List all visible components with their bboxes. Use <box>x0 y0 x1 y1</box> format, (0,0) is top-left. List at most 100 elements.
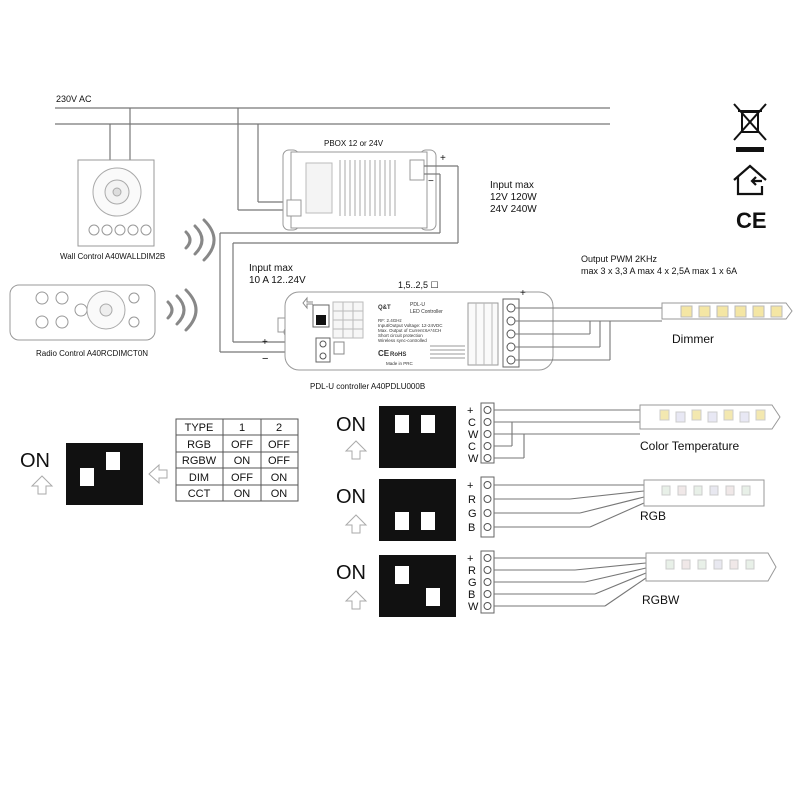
dip-switch-rgbw <box>379 555 456 617</box>
pbox-power-supply <box>282 149 437 231</box>
weee-bar-icon <box>736 147 764 152</box>
dip-switch-rgb <box>379 479 456 541</box>
dip-switch-main <box>66 443 143 505</box>
ce-mark-icon: CE <box>736 208 767 233</box>
type-table-cell: ON <box>234 488 251 500</box>
terminal-label: + <box>467 553 473 565</box>
mains-lines <box>55 107 610 211</box>
config-label-rgbw: RGBW <box>642 593 680 607</box>
type-table-header: 1 <box>239 422 245 434</box>
terminal-label: C <box>468 441 476 453</box>
type-table-cell: ON <box>271 488 288 500</box>
type-table-cell: RGB <box>187 439 211 451</box>
type-table-cell: OFF <box>268 439 290 451</box>
mains-label: 230V AC <box>56 94 92 104</box>
type-table-cell: ON <box>234 455 251 467</box>
indoor-use-house-icon <box>733 164 767 196</box>
rf-waves-icon <box>184 218 216 262</box>
terminal-label: W <box>468 601 479 613</box>
rgb-wires <box>494 484 645 528</box>
cct-led-strip <box>639 404 781 430</box>
type-table <box>175 418 299 502</box>
barcode-icon <box>430 345 465 359</box>
terminal-label: R <box>468 494 476 506</box>
on-label-main: ON <box>20 450 50 472</box>
terminal-label: B <box>468 589 475 601</box>
controller-model: PDL-U <box>410 302 425 308</box>
controller-rohs-mark: RoHS <box>390 352 406 358</box>
terminal-block-rgbw <box>480 550 495 614</box>
output-pwm-title: Output PWM 2KHz <box>581 254 658 264</box>
dimmer-led-strip <box>661 302 793 320</box>
rf-waves-icon <box>166 288 198 332</box>
pbox-input-max-24v: 24V 240W <box>490 204 537 215</box>
terminal-label: B <box>468 522 475 534</box>
radio-control-label: Radio Control A40RCDIMCT0N <box>36 349 148 358</box>
terminal-label: C <box>468 417 476 429</box>
terminal-label: W <box>468 453 479 465</box>
on-label-rgbw: ON <box>336 562 366 584</box>
controller-spec-line: Max. Output of Current:6A*4CH <box>378 328 441 333</box>
terminal-label: W <box>468 429 479 441</box>
pbox-output-wires <box>219 165 459 353</box>
up-arrow-icon <box>344 590 368 610</box>
type-table-header: 2 <box>276 422 282 434</box>
up-arrow-icon <box>344 514 368 534</box>
wall-control-label: Wall Control A40WALLDIM2B <box>60 252 165 261</box>
type-table-cell: DIM <box>189 472 209 484</box>
pbox-input-max-12v: 12V 120W <box>490 192 537 203</box>
up-arrow-icon <box>30 475 54 495</box>
controller-spec-line: Input/Output Voltage: 12-24VDC <box>378 323 443 328</box>
pbox-input-max-title: Input max <box>490 180 534 191</box>
controller-brand: Q&T <box>378 305 391 311</box>
pbox-label: PBOX 12 or 24V <box>324 139 384 148</box>
type-table-cell: OFF <box>231 472 253 484</box>
dip-switch-cct <box>379 406 456 468</box>
output-plus: + <box>520 288 526 299</box>
dimmer-wires <box>515 307 662 361</box>
cct-wires <box>494 409 640 459</box>
type-table-cell: OFF <box>231 439 253 451</box>
up-arrow-icon <box>344 440 368 460</box>
controller-label: PDL-U controller A40PDLU000B <box>310 382 425 391</box>
weee-crossed-bin-icon <box>733 103 767 141</box>
terminal-label: + <box>467 405 473 417</box>
controller-input-max-value: 10 A 12..24V <box>249 275 306 286</box>
on-label-rgb: ON <box>336 486 366 508</box>
terminal-block-rgb <box>480 476 495 538</box>
controller-plus: + <box>262 337 268 348</box>
switch-hint: 1,5..2,5 ☐ <box>398 280 439 290</box>
controller-minus: − <box>262 353 268 365</box>
dimmer-label: Dimmer <box>672 332 714 346</box>
controller-spec-line: RF: 2.4GHz <box>378 318 403 323</box>
type-table-cell: ON <box>271 472 288 484</box>
controller-box <box>277 291 554 371</box>
controller-ce-mark: CE <box>378 349 390 358</box>
type-table-header: TYPE <box>185 422 214 434</box>
left-arrow-icon <box>148 463 168 485</box>
terminal-label: R <box>468 565 476 577</box>
terminal-label: G <box>468 508 477 520</box>
controller-made-in: Made in PRC <box>386 361 414 366</box>
rgb-led-strip <box>643 479 765 507</box>
output-pwm-spec: max 3 x 3,3 A max 4 x 2,5A max 1 x 6A <box>581 266 737 276</box>
config-label-cct: Color Temperature <box>640 439 739 453</box>
controller-spec-line: Short circuit protection <box>378 333 423 338</box>
type-table-cell: OFF <box>268 455 290 467</box>
radio-control <box>9 284 156 341</box>
on-label-cct: ON <box>336 414 366 436</box>
config-label-rgb: RGB <box>640 509 666 523</box>
controller-spec-line: Wireless sync-controlled <box>378 338 427 343</box>
wall-control <box>77 159 155 247</box>
rgbw-wires <box>494 557 647 607</box>
type-table-cell: CCT <box>188 488 211 500</box>
terminal-label: + <box>467 480 473 492</box>
pbox-plus: + <box>440 153 446 164</box>
type-table-cell: RGBW <box>182 455 217 467</box>
controller-subtitle: LED Controller <box>410 309 443 315</box>
controller-input-max-title: Input max <box>249 263 293 274</box>
pbox-minus: − <box>428 176 434 187</box>
terminal-label: G <box>468 577 477 589</box>
